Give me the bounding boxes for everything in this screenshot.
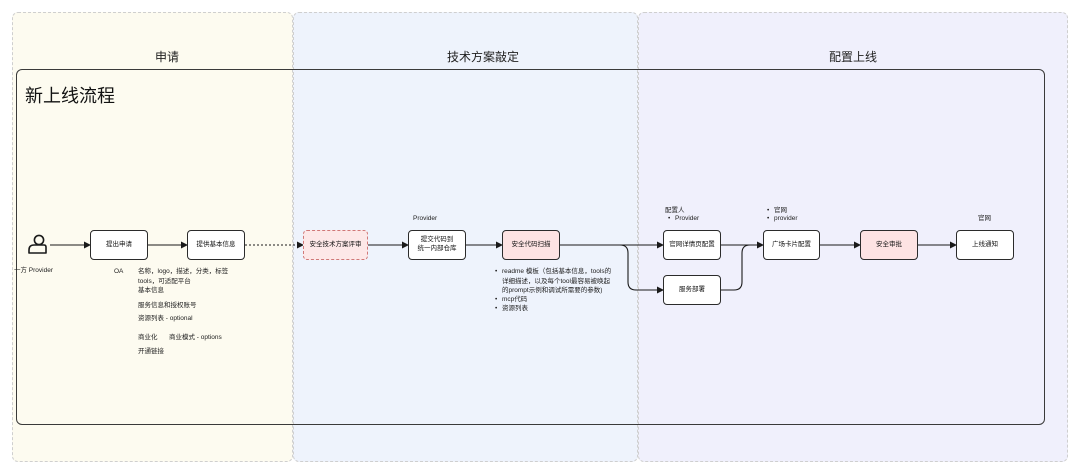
- node-label-line-2: 统一内部仓库: [417, 245, 457, 252]
- frame-title: 新上线流程: [25, 86, 115, 106]
- user-icon: [28, 234, 47, 254]
- note-config-person-provider: Provider: [668, 214, 699, 224]
- note-scan-item-1c: 的prompt示例和调试所需要的参数): [502, 287, 603, 294]
- node-provide-basic-info[interactable]: 提供基本信息: [187, 230, 245, 260]
- note-provider: Provider: [413, 215, 438, 222]
- actor-label: 一方 Provider: [14, 267, 54, 274]
- note-basic-info-4: 服务信息和授权账号: [138, 302, 197, 309]
- node-security-review[interactable]: 安全技术方案评审: [303, 230, 368, 260]
- node-label: 上线通知: [972, 240, 998, 248]
- lane-title-deploy: 配置上线: [828, 50, 877, 64]
- note-plaza-item-2: provider: [767, 214, 797, 224]
- node-label: 提出申请: [106, 240, 132, 248]
- node-label: 官网详情页配置: [669, 240, 715, 248]
- node-security-scan[interactable]: 安全代码扫描: [502, 230, 560, 260]
- note-commerce: 商业化: [138, 334, 158, 341]
- node-label: 安全技术方案评审: [309, 240, 362, 248]
- node-label: 安全代码扫描: [511, 240, 551, 248]
- node-launch-notice[interactable]: 上线通知: [956, 230, 1014, 260]
- note-business-model: 商业模式 - options: [169, 334, 222, 341]
- node-security-approval[interactable]: 安全审批: [860, 230, 918, 260]
- node-label: 服务部署: [679, 285, 705, 293]
- lane-apply: [12, 12, 293, 462]
- node-submit-application[interactable]: 提出申请: [90, 230, 148, 260]
- note-open-link: 开通链接: [138, 348, 164, 355]
- note-launch-site: 官网: [978, 215, 991, 222]
- node-label: 提供基本信息: [196, 240, 236, 248]
- node-label: 安全审批: [876, 240, 902, 248]
- note-basic-info-1: 名称，logo，描述，分类，标签: [138, 268, 229, 275]
- note-basic-info-5: 资源列表 - optional: [138, 315, 193, 322]
- node-label-line-1: 提交代码到: [420, 236, 454, 244]
- note-basic-info-3: 基本信息: [138, 287, 164, 294]
- node-label: 广场卡片配置: [772, 240, 811, 248]
- note-scan-item-3: 资源列表: [495, 304, 528, 314]
- node-submit-code[interactable]: 提交代码到 统一内部仓库: [408, 230, 466, 260]
- note-config-person: 配置人: [665, 207, 685, 214]
- note-scan-item-1: readme 模板（包括基本信息，tools的: [495, 267, 611, 277]
- node-plaza-card-config[interactable]: 广场卡片配置: [763, 230, 820, 260]
- arrow-scan-to-deploy: [619, 244, 664, 294]
- note-plaza-item-1: 官网: [767, 206, 787, 216]
- node-service-deploy[interactable]: 服务部署: [663, 275, 721, 305]
- lane-title-tech: 技术方案敲定: [446, 50, 519, 64]
- note-basic-info-2: tools，可适配平台: [138, 278, 191, 285]
- node-site-detail-config[interactable]: 官网详情页配置: [663, 230, 721, 260]
- note-scan-item-2: mcp代码: [495, 295, 527, 305]
- lane-title-apply: 申请: [154, 50, 179, 64]
- process-frame: [16, 69, 1045, 425]
- note-scan-item-1b: 详细描述，以及每个tool最容易被唤起: [502, 278, 610, 285]
- arrow-deploy-to-plaza: [721, 244, 751, 291]
- note-oa: OA: [114, 268, 124, 275]
